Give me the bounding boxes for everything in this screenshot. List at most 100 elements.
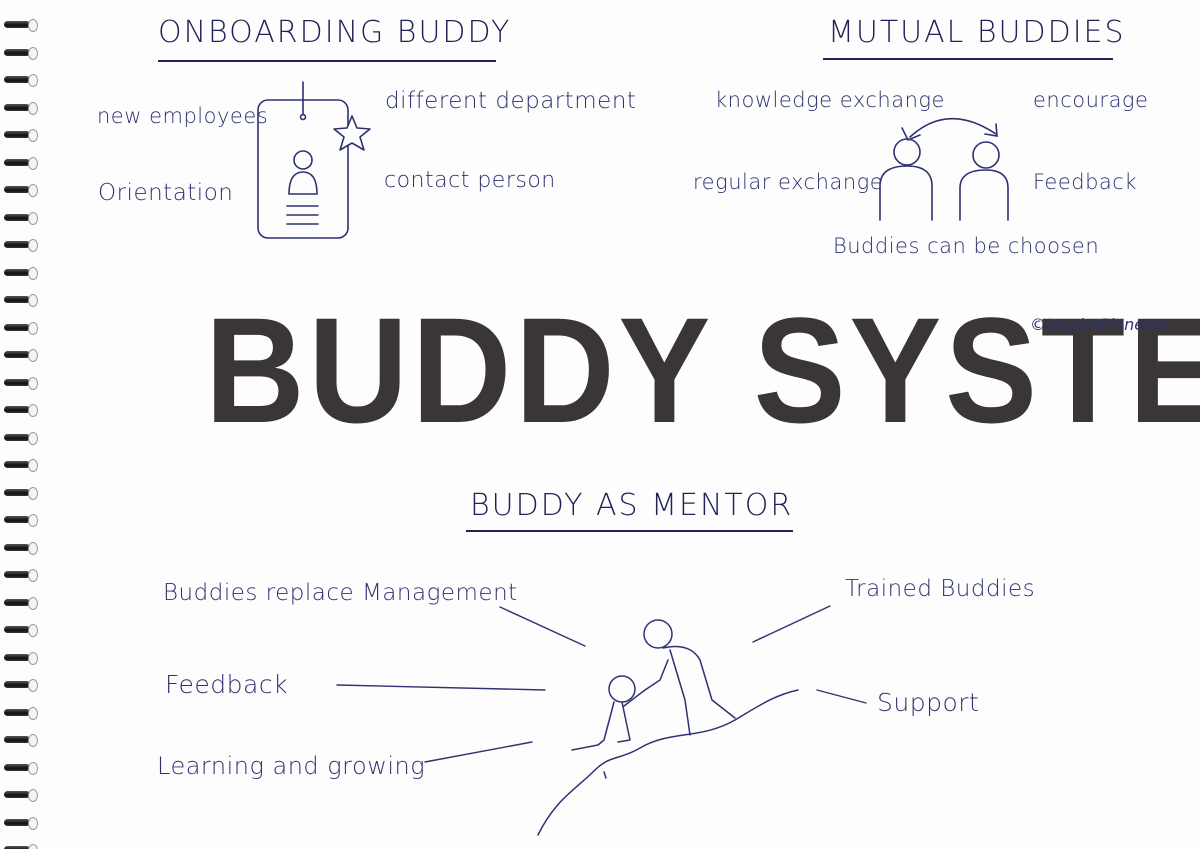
ring-wire <box>4 76 30 83</box>
onboarding-heading: ONBOARDING BUDDY <box>158 15 512 50</box>
ring-wire <box>4 158 30 166</box>
ring-hole <box>28 404 38 417</box>
ring-hole <box>28 294 38 307</box>
ring-hole <box>28 156 38 170</box>
binding-ring <box>0 761 40 775</box>
ring-hole <box>28 514 38 527</box>
ring-hole <box>28 129 38 142</box>
onboarding-underline <box>158 60 496 62</box>
binding-ring <box>0 73 40 87</box>
ring-hole <box>28 239 38 252</box>
binding-ring <box>0 376 40 390</box>
ring-hole <box>28 19 38 32</box>
ring-wire <box>4 213 30 221</box>
mutual-item: regular exchange <box>693 170 884 194</box>
ring-hole <box>28 541 38 555</box>
ring-wire <box>4 323 30 331</box>
ring-hole <box>28 431 38 445</box>
mutual-item: encourage <box>1033 88 1149 112</box>
ring-wire <box>4 241 30 248</box>
binding-ring <box>0 348 40 362</box>
binding-ring <box>0 403 40 417</box>
binding-ring <box>0 458 40 472</box>
ring-hole <box>28 321 38 335</box>
binding-ring <box>0 788 40 802</box>
ring-hole <box>28 596 38 610</box>
ring-wire <box>4 378 30 386</box>
ring-hole <box>28 46 38 60</box>
ring-hole <box>28 486 38 500</box>
binding-ring <box>0 293 40 307</box>
ring-hole <box>28 101 38 115</box>
ring-wire <box>4 598 30 606</box>
mutual-item: knowledge exchange <box>715 88 945 112</box>
ring-wire <box>4 268 30 276</box>
exchange-arrows-icon <box>901 117 998 142</box>
ring-wire <box>4 791 30 798</box>
mutual-item: Buddies can be choosen <box>833 234 1100 258</box>
ring-hole <box>28 706 38 720</box>
hill-icon <box>537 689 799 836</box>
binding-ring <box>0 513 40 527</box>
binding-ring <box>0 18 40 32</box>
ring-hole <box>28 459 38 472</box>
binding-ring <box>0 183 40 197</box>
ring-hole <box>28 184 38 197</box>
ring-wire <box>4 626 30 633</box>
binding-ring <box>0 486 40 500</box>
ring-hole <box>28 789 38 802</box>
mentor-item: Feedback <box>165 670 289 699</box>
binding-ring <box>0 843 40 849</box>
ring-wire <box>4 433 30 441</box>
mentor-underline <box>466 530 793 532</box>
connector-lines <box>336 605 867 763</box>
onboarding-item: contact person <box>384 168 556 193</box>
mutual-underline <box>823 58 1113 60</box>
ring-wire <box>4 186 30 193</box>
binding-ring <box>0 431 40 445</box>
ring-wire <box>4 488 30 496</box>
star-icon <box>333 115 371 151</box>
ring-wire <box>4 131 30 138</box>
ring-wire <box>4 351 30 358</box>
mentor-heading: BUDDY AS MENTOR <box>470 488 794 523</box>
ring-wire <box>4 296 30 303</box>
ring-hole <box>28 651 38 665</box>
binding-ring <box>0 321 40 335</box>
ring-hole <box>28 569 38 582</box>
ring-hole <box>28 761 38 775</box>
ring-hole <box>28 376 38 390</box>
ring-wire <box>4 21 30 28</box>
ring-wire <box>4 846 30 849</box>
mentor-item: Buddies replace Management <box>163 580 518 606</box>
ring-hole <box>28 349 38 362</box>
onboarding-item: new employees <box>97 104 269 128</box>
binding-ring <box>0 623 40 637</box>
binding-ring <box>0 266 40 280</box>
onboarding-item: different department <box>385 88 637 114</box>
ring-wire <box>4 516 30 523</box>
ring-wire <box>4 708 30 716</box>
binding-ring <box>0 541 40 555</box>
binding-ring <box>0 101 40 115</box>
ring-wire <box>4 818 30 826</box>
binding-ring <box>0 733 40 747</box>
mentor-item: Trained Buddies <box>845 576 1036 602</box>
ring-wire <box>4 681 30 688</box>
ring-wire <box>4 763 30 771</box>
ring-hole <box>28 266 38 280</box>
copyright-mark: ©InspirePioneers <box>1030 315 1169 334</box>
mentor-item: Learning and growing <box>157 752 426 780</box>
ring-hole <box>28 624 38 637</box>
binding-ring <box>0 156 40 170</box>
ring-wire <box>4 736 30 743</box>
ring-wire <box>4 543 30 551</box>
binding-ring <box>0 706 40 720</box>
person-icon <box>288 150 318 195</box>
ring-hole <box>28 816 38 830</box>
binding-ring <box>0 211 40 225</box>
binding-ring <box>0 596 40 610</box>
ring-wire <box>4 406 30 413</box>
